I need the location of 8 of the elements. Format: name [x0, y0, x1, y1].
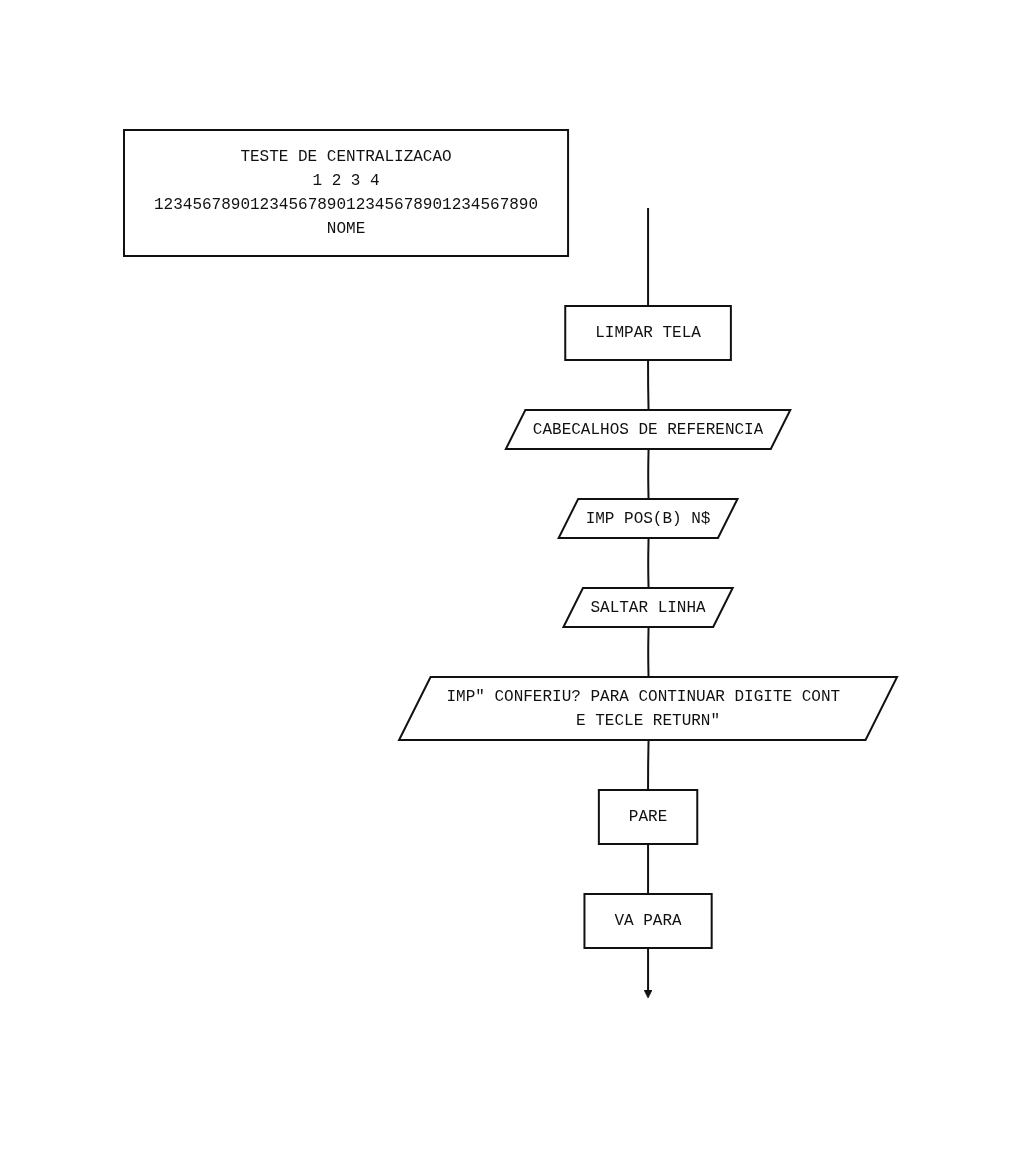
arrow	[644, 946, 653, 998]
connector	[647, 206, 650, 307]
node-box: VA PARA	[583, 892, 714, 949]
node-box: PARE	[598, 788, 699, 845]
connector	[647, 842, 650, 895]
node-box: LIMPAR TELA	[564, 304, 733, 361]
connector	[647, 739, 651, 791]
node-box: TESTE DE CENTRALIZACAO 1 2 3 4 1234567890123456789012345678901234567890 NOME	[123, 128, 570, 257]
